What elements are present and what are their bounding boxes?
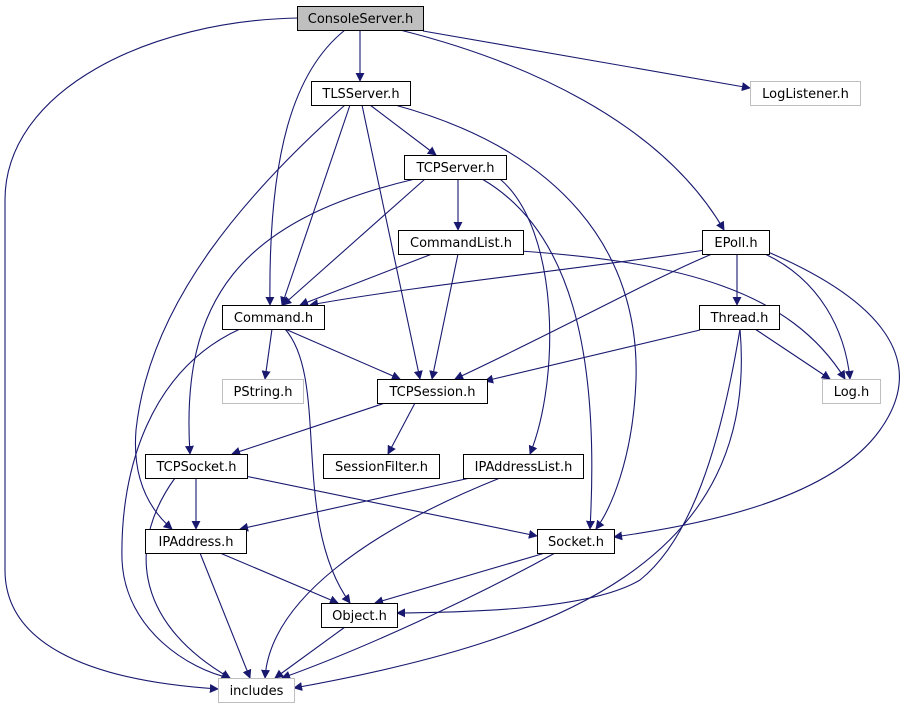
node-box [145, 529, 247, 554]
edge-epoll-to-socket [613, 251, 900, 541]
edge-thread-to-log [754, 328, 831, 380]
edge-tlsserver-to-command [280, 104, 351, 306]
node-tcpsession[interactable]: TCPSession.h [377, 379, 488, 404]
edge-tcpserver-to-tcpsocket [184, 178, 416, 455]
edge-consoleserver-to-epoll [399, 29, 725, 231]
edge-thread-to-object [396, 328, 741, 618]
node-consoleserver[interactable]: ConsoleServer.h [297, 6, 424, 31]
edge-commandlist-to-tcpsession [429, 253, 459, 380]
node-tcpsocket[interactable]: TCPSocket.h [145, 454, 248, 479]
edge-tcpsession-to-sessionfilter [387, 402, 416, 455]
edge-consoleserver-to-loglistener [422, 30, 751, 92]
node-socket[interactable]: Socket.h [537, 529, 615, 554]
node-box [323, 454, 440, 479]
node-label: EPoll.h [714, 236, 757, 251]
node-label: Socket.h [548, 535, 604, 550]
edge-epoll-to-command [309, 249, 706, 308]
node-box [222, 379, 304, 404]
edge-tlsserver-to-socket [394, 104, 637, 530]
edge-tcpsocket-to-socket [244, 475, 538, 539]
node-label: ConsoleServer.h [308, 12, 413, 27]
edge-ipaddress-to-object [219, 552, 339, 604]
node-label: IPAddressList.h [475, 460, 573, 475]
node-label: Log.h [834, 385, 870, 400]
node-loglistener: LogListener.h [750, 81, 861, 106]
node-box [537, 529, 615, 554]
node-label: TCPSession.h [388, 385, 475, 400]
edge-socket-to-includes [281, 552, 556, 680]
edge-epoll-to-log [764, 253, 854, 380]
node-box [702, 230, 770, 255]
edge-object-to-includes [274, 626, 346, 679]
edge-tcpserver-to-ipaddresslist [499, 178, 551, 455]
node-box [377, 379, 488, 404]
edge-command-to-includes [121, 328, 241, 681]
edge-commandlist-to-command [299, 253, 433, 307]
node-ipaddresslist[interactable]: IPAddressList.h [463, 454, 584, 479]
node-label: Command.h [234, 311, 313, 326]
node-command[interactable]: Command.h [222, 305, 325, 330]
edge-tcpserver-to-socket [481, 178, 595, 530]
node-includes: includes [218, 678, 295, 703]
node-box [311, 81, 411, 106]
node-ipaddress[interactable]: IPAddress.h [145, 529, 247, 554]
node-epoll[interactable]: EPoll.h [702, 230, 770, 255]
edge-tlsserver-to-tcpserver [369, 104, 437, 156]
node-box [404, 155, 507, 180]
node-label: Thread.h [710, 311, 769, 326]
edge-ipaddress-to-includes [199, 552, 252, 679]
node-box [297, 6, 424, 31]
edge-tlsserver-to-ipaddress [134, 104, 346, 530]
edge-thread-to-includes [293, 328, 742, 691]
node-thread[interactable]: Thread.h [699, 305, 780, 330]
node-label: TCPSocket.h [156, 460, 237, 475]
edge-consoleserver-to-includes [4, 17, 301, 693]
edge-tcpsession-to-tcpsocket [231, 402, 386, 456]
node-label: includes [230, 684, 284, 699]
edge-ipaddresslist-to-includes [261, 477, 501, 679]
edge-tcpserver-to-command [282, 178, 426, 306]
node-commandlist[interactable]: CommandList.h [398, 230, 524, 255]
edge-layer [4, 17, 900, 693]
node-tcpserver[interactable]: TCPServer.h [404, 155, 507, 180]
node-label: CommandList.h [410, 236, 512, 251]
node-sessionfilter[interactable]: SessionFilter.h [323, 454, 440, 479]
edge-epoll-to-tcpsession [454, 253, 713, 380]
node-label: IPAddress.h [159, 535, 234, 550]
node-log: Log.h [822, 379, 881, 404]
node-box [750, 81, 861, 106]
edge-ipaddresslist-to-ipaddress [239, 477, 471, 532]
node-box [321, 603, 398, 628]
node-label: LogListener.h [762, 87, 849, 102]
edge-command-to-pstring [261, 328, 273, 380]
node-tlsserver[interactable]: TLSServer.h [311, 81, 411, 106]
edge-command-to-object [284, 328, 351, 604]
node-box [822, 379, 881, 404]
node-box [145, 454, 248, 479]
node-label: TLSServer.h [321, 87, 399, 102]
node-box [398, 230, 524, 255]
node-label: Object.h [332, 609, 387, 624]
node-box [463, 454, 584, 479]
node-label: SessionFilter.h [335, 460, 428, 475]
node-label: PString.h [233, 385, 292, 400]
edge-command-to-tcpsession [284, 328, 401, 380]
edge-tcpsocket-to-includes [145, 477, 231, 679]
edge-thread-to-tcpsession [484, 329, 701, 384]
edge-socket-to-object [374, 552, 546, 606]
edge-tlsserver-to-tcpsession [361, 104, 423, 380]
node-box [222, 305, 325, 330]
node-object[interactable]: Object.h [321, 603, 398, 628]
node-pstring: PString.h [222, 379, 304, 404]
node-label: TCPServer.h [416, 161, 495, 176]
node-box [699, 305, 780, 330]
node-box [218, 678, 295, 703]
edge-consoleserver-to-command [265, 29, 346, 306]
edge-commandlist-to-log [519, 250, 846, 380]
